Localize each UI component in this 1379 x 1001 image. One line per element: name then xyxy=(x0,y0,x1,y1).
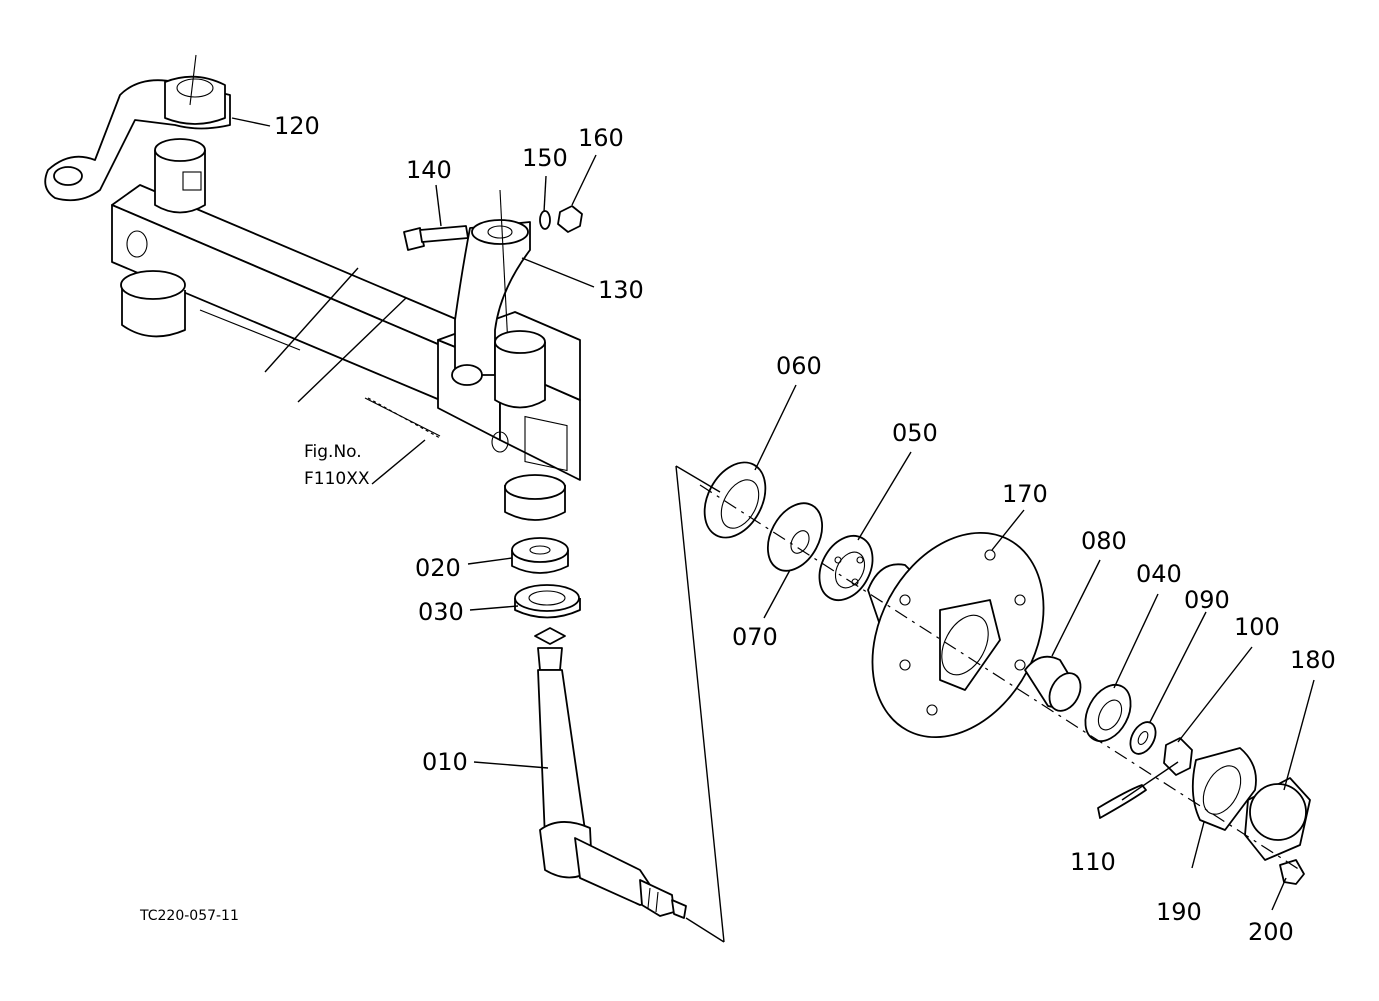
callout-030: 030 xyxy=(418,598,464,626)
collar-070 xyxy=(766,502,824,572)
callout-200: 200 xyxy=(1248,918,1294,946)
figure-reference-line2: F110XX xyxy=(304,469,370,489)
washer-150 xyxy=(539,210,551,230)
grease-fitting-200 xyxy=(1279,859,1305,885)
callout-050: 050 xyxy=(892,419,938,447)
king-pin-010 xyxy=(534,627,687,919)
gasket-190 xyxy=(1191,747,1257,831)
callout-190: 190 xyxy=(1156,898,1202,926)
callout-010: 010 xyxy=(422,748,468,776)
callout-140: 140 xyxy=(406,156,452,184)
callout-110: 110 xyxy=(1070,848,1116,876)
callout-080: 080 xyxy=(1081,527,1127,555)
callout-100: 100 xyxy=(1234,613,1280,641)
callout-170: 170 xyxy=(1002,480,1048,508)
seal-030 xyxy=(514,584,581,619)
collar-080 xyxy=(1024,655,1082,712)
washer-090 xyxy=(1129,721,1157,755)
bearing-040 xyxy=(1084,683,1132,743)
cap-180 xyxy=(1244,777,1311,861)
callout-060: 060 xyxy=(776,352,822,380)
hub-170 xyxy=(867,531,1045,739)
figure-reference-line1: Fig.No. xyxy=(304,442,362,462)
leader-lines xyxy=(231,117,1315,911)
callout-130: 130 xyxy=(598,276,644,304)
callout-070: 070 xyxy=(732,623,778,651)
callout-160: 160 xyxy=(578,124,624,152)
callout-040: 040 xyxy=(1136,560,1182,588)
knuckle-arm-120 xyxy=(44,54,231,214)
callout-labels: 120 140 150 160 130 060 050 170 080 040 … xyxy=(274,112,1336,946)
bearing-020 xyxy=(511,537,569,574)
callout-150: 150 xyxy=(522,144,568,172)
callout-090: 090 xyxy=(1184,586,1230,614)
bolt-140 xyxy=(403,225,469,251)
bearing-050 xyxy=(818,535,874,601)
nut-100 xyxy=(1163,737,1193,776)
drawing-code: TC220-057-11 xyxy=(139,908,239,924)
nut-160 xyxy=(557,205,583,233)
callout-120: 120 xyxy=(274,112,320,140)
seal-060 xyxy=(703,461,767,539)
knuckle-arm-130 xyxy=(451,189,546,409)
cotter-pin-110 xyxy=(1097,784,1147,819)
callout-020: 020 xyxy=(415,554,461,582)
callout-180: 180 xyxy=(1290,646,1336,674)
